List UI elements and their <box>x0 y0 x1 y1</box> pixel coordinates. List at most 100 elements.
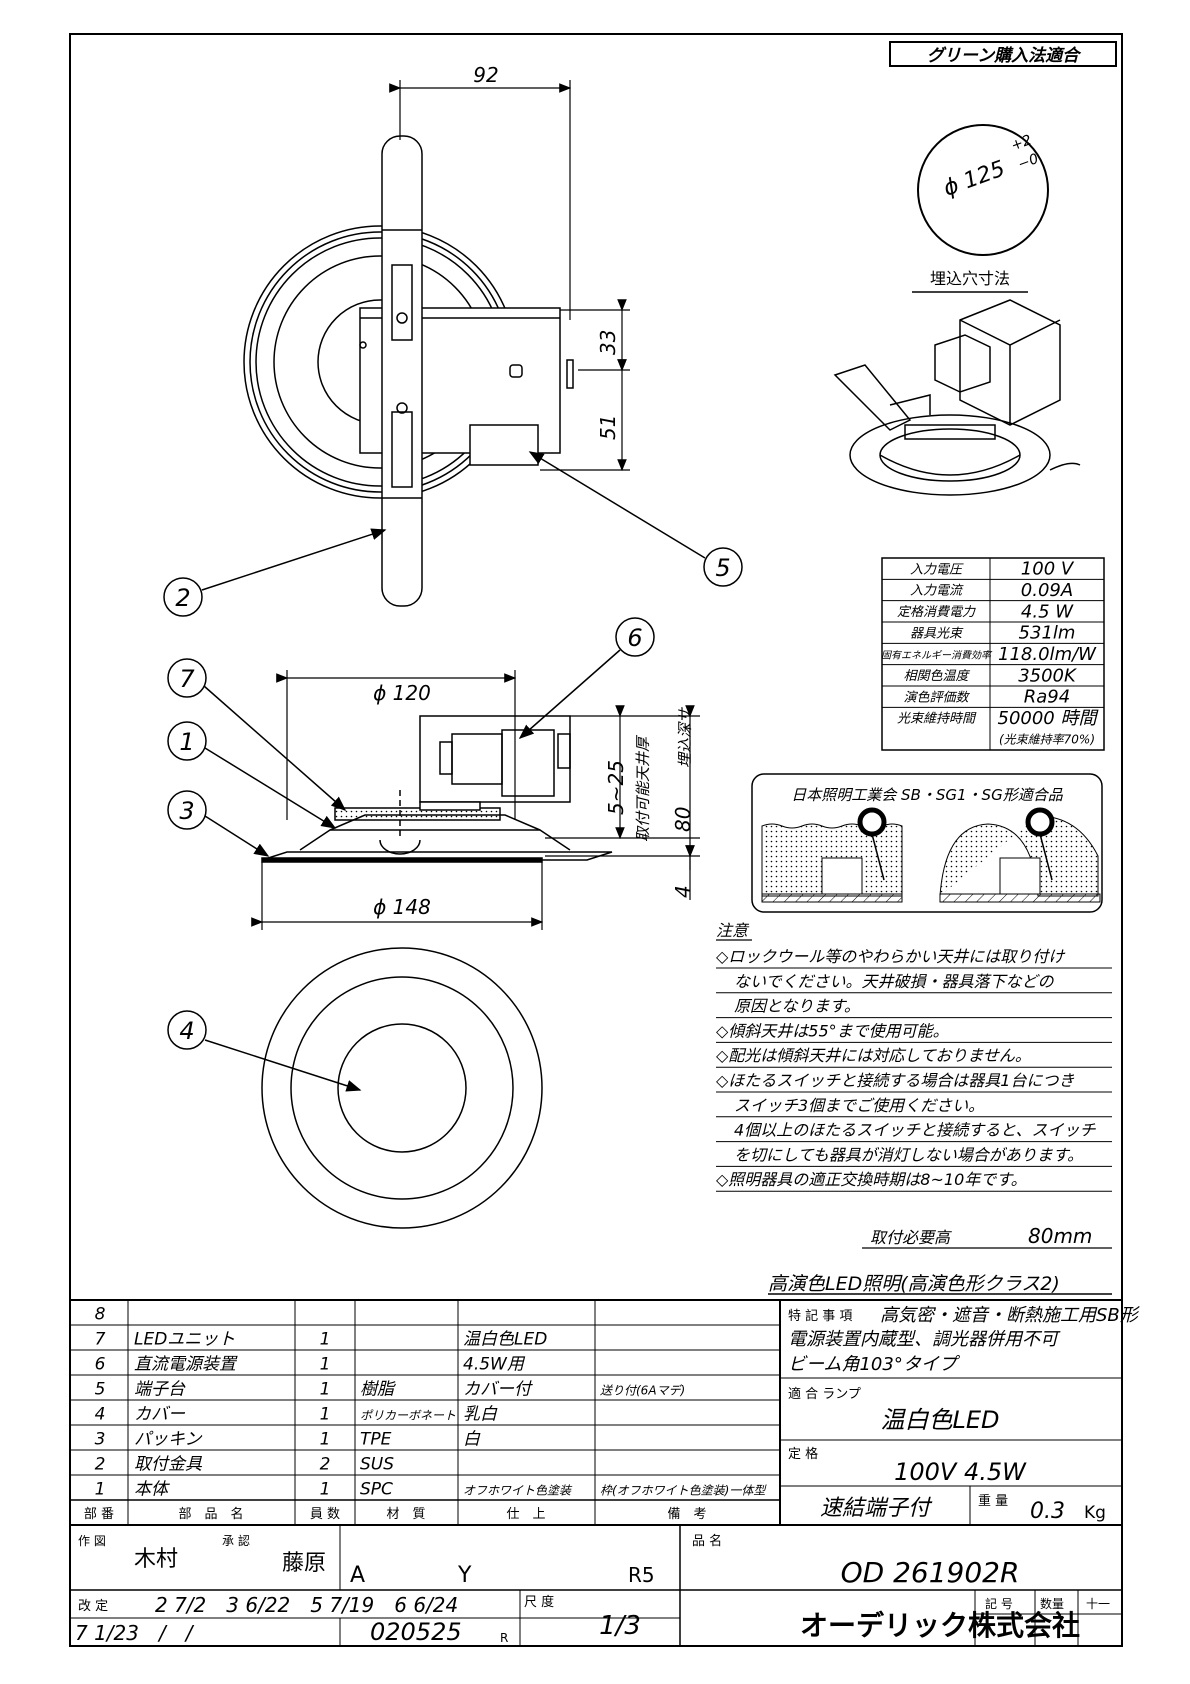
parts-cell-note: 枠(オフホワイト色塗装)一体型 <box>600 1484 767 1498</box>
parts-cell-finish: カバー付 <box>463 1380 533 1400</box>
spec-sub: (光束維持率70%) <box>999 733 1095 747</box>
parts-cell-no: 4 <box>95 1405 106 1425</box>
dim-4: 4 <box>671 885 695 898</box>
spec-value: 118.0lm/W <box>998 644 1097 665</box>
rating-label: 定 格 <box>788 1446 818 1462</box>
note-line: ◇傾斜天井は55°まで使用可能。 <box>716 1021 949 1040</box>
parts-cell-name: 直流電源装置 <box>134 1355 238 1375</box>
cutout-caption: 埋込穴寸法 <box>930 269 1010 288</box>
callout-7: 7 <box>179 665 195 693</box>
spec-value: 531lm <box>1019 623 1076 644</box>
parts-cell-finish: オフホワイト色塗装 <box>463 1484 573 1498</box>
approved-by: 藤原 <box>282 1551 326 1576</box>
revisions-label: 改 定 <box>78 1599 108 1614</box>
features-label: 特 記 事 項 <box>788 1308 852 1324</box>
lamp-label: 適 合 ランプ <box>788 1386 861 1402</box>
product-code: OD 261902R <box>841 1556 1020 1589</box>
parts-cell-finish: 4.5W用 <box>463 1355 526 1375</box>
parts-header-material: 材 質 <box>386 1507 425 1522</box>
bottom-view <box>261 947 543 1229</box>
parts-cell-no: 6 <box>95 1355 106 1375</box>
parts-cell-no: 1 <box>95 1480 106 1500</box>
symbol-label: 記 号 <box>985 1596 1013 1611</box>
sheet-border <box>69 33 1123 1647</box>
spec-label: 演色評価数 <box>903 690 970 705</box>
parts-cell-material: ポリカーボネート <box>360 1409 456 1423</box>
product-class: 高演色LED照明(高演色形クラス2) <box>768 1273 1060 1295</box>
notes-title: 注意 <box>716 921 750 940</box>
dim-embed-depth: 埋込深サ <box>676 707 694 768</box>
notes-section: 注意 ◇ロックウール等のやわらかい天井には取り付けないでください。天井破損・器具… <box>716 921 1112 1192</box>
note-line: ◇ロックウール等のやわらかい天井には取り付け <box>716 947 1066 966</box>
weight-unit: Kg <box>1084 1503 1106 1523</box>
side-view-dimensions <box>251 670 700 930</box>
spec-value: 0.09A <box>1021 580 1073 601</box>
scale-value: 1/3 <box>599 1611 641 1641</box>
parts-cell-material: TPE <box>360 1430 392 1450</box>
note-line: 4個以上のほたるスイッチと接続すると、スイッチ <box>734 1121 1097 1140</box>
title-block-grid <box>70 1299 1122 1646</box>
product-label: 品 名 <box>692 1533 722 1549</box>
parts-cell-name: 取付金具 <box>134 1455 203 1475</box>
callouts <box>163 451 743 1092</box>
parts-cell-qty: 1 <box>320 1380 331 1400</box>
spec-label: 固有エネルギー消費効率 <box>881 650 993 662</box>
parts-cell-qty: 1 <box>320 1430 331 1450</box>
parts-cell-qty: 1 <box>320 1355 331 1375</box>
spec-value: 100 V <box>1021 559 1075 580</box>
parts-cell-name: 本体 <box>134 1480 170 1500</box>
spec-label: 入力電流 <box>910 584 964 599</box>
drawing-no-suffix: R <box>500 1631 508 1645</box>
parts-header-qty: 員 数 <box>310 1507 340 1522</box>
spec-value: 3500K <box>1018 665 1077 686</box>
note-line: ◇ほたるスイッチと接続する場合は器具1台につき <box>716 1071 1075 1090</box>
spec-label: 器具光束 <box>910 626 964 641</box>
revisions: 2 7/2 3 6/22 5 7/19 6 6/24 <box>155 1593 458 1617</box>
parts-cell-finish: 乳白 <box>463 1405 498 1425</box>
spec-value: 50000 時間 <box>998 708 1100 729</box>
callout-6: 6 <box>627 624 642 652</box>
parts-header-no: 部 番 <box>84 1507 114 1522</box>
parts-cell-material: SPC <box>360 1480 393 1500</box>
parts-cell-no: 3 <box>95 1430 106 1450</box>
parts-cell-material: SUS <box>360 1455 394 1475</box>
weight-value: 0.3 <box>1030 1499 1065 1524</box>
sb-compliance-box: 日本照明工業会 SB・SG1・SG形適合品 <box>751 773 1103 913</box>
spec-label: 入力電圧 <box>910 562 964 577</box>
mount-height: 取付必要高 80mm <box>862 1224 1112 1249</box>
note-line: 原因となります。 <box>734 997 860 1016</box>
isometric-view <box>833 299 1081 496</box>
parts-cell-name: LEDユニット <box>134 1330 235 1350</box>
callout-4: 4 <box>179 1017 194 1045</box>
drawing-no: 020525 <box>370 1618 462 1646</box>
parts-header-note: 備 考 <box>667 1506 706 1522</box>
weight-label: 重 量 <box>978 1493 1008 1509</box>
spec-value: 4.5 W <box>1021 601 1074 622</box>
callout-5: 5 <box>715 554 730 582</box>
sep-label: 十一 <box>1086 1597 1110 1611</box>
parts-cell-name: 端子台 <box>134 1380 186 1400</box>
parts-cell-qty: 1 <box>320 1480 331 1500</box>
spec-label: 相関色温度 <box>903 669 970 684</box>
mount-height-label: 取付必要高 <box>870 1228 952 1247</box>
dim-33: 33 <box>596 330 620 355</box>
parts-cell-no: 8 <box>95 1305 106 1325</box>
note-line: ◇照明器具の適正交換時期は8~10年です。 <box>716 1170 1027 1189</box>
features-block: 特 記 事 項 高気密・遮音・断熱施工用SB形 電源装置内蔵型、調光器併用不可 … <box>788 1305 1141 1524</box>
dim-5-25: 5~25 <box>604 760 628 815</box>
parts-cell-no: 5 <box>95 1380 106 1400</box>
spec-label: 光束維持時間 <box>897 712 977 727</box>
top-view <box>243 135 574 607</box>
parts-cell-qty: 1 <box>320 1330 331 1350</box>
callout-1: 1 <box>179 728 194 756</box>
parts-cell-qty: 1 <box>320 1405 331 1425</box>
note-line: ないでください。天井破損・器具落下などの <box>734 972 1055 991</box>
parts-cell-no: 7 <box>95 1330 106 1350</box>
scale-label: 尺 度 <box>524 1594 554 1610</box>
cutout-tol-minus: −0 <box>1016 151 1041 173</box>
title-rev: R5 <box>628 1563 655 1587</box>
features-line3: ビーム角103°タイプ <box>788 1354 961 1375</box>
dim-148: ϕ 148 <box>373 895 431 919</box>
